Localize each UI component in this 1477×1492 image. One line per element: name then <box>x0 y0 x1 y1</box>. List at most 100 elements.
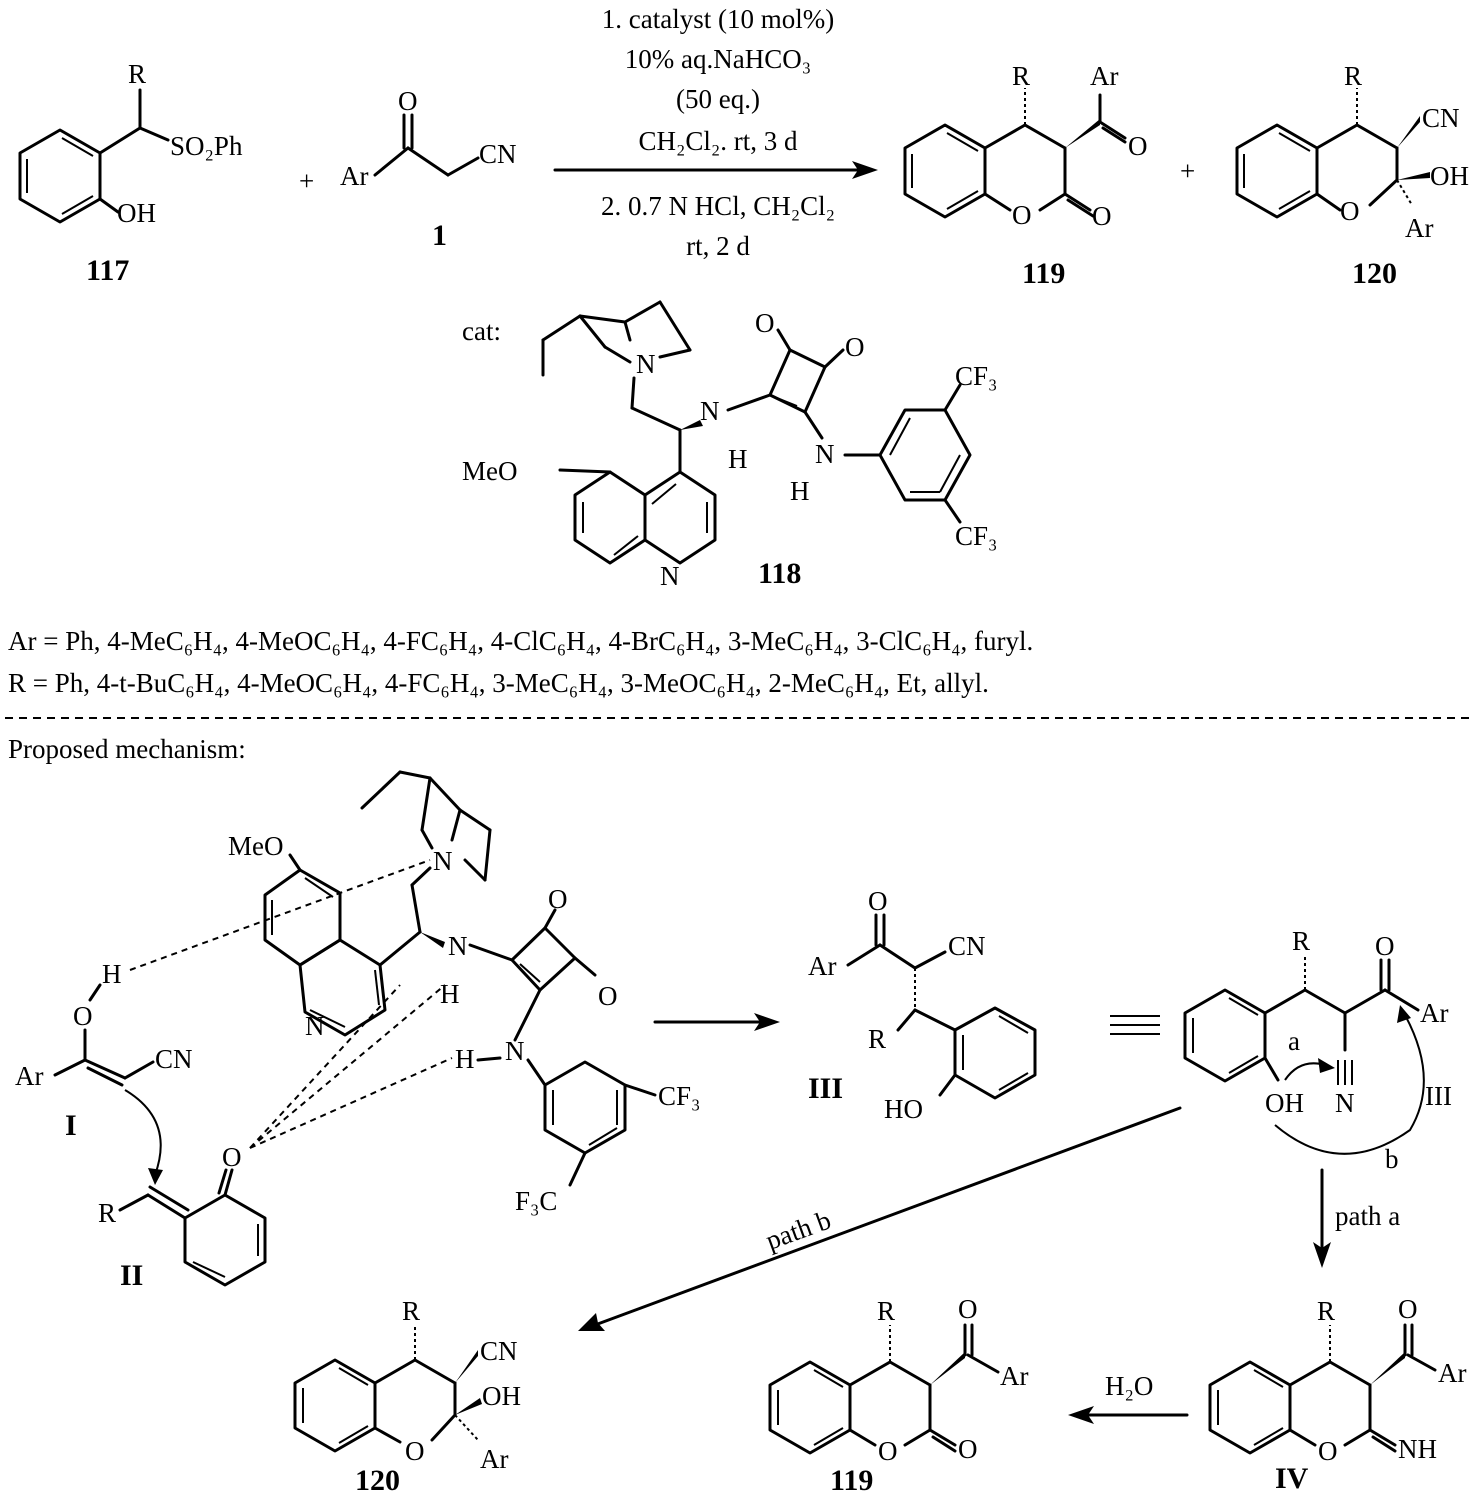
ring-oxygen-label: O <box>405 1436 425 1466</box>
nitrile-label: CN <box>1422 103 1460 133</box>
quinuclidine-nitrogen-label: N <box>433 846 453 876</box>
aryl-label: Ar <box>340 161 369 191</box>
amine-hydrogen-label: H <box>440 979 460 1009</box>
hydroxyl-label: HO <box>884 1094 923 1124</box>
quinone-oxygen-label: O <box>222 1142 242 1172</box>
intermediate-IV-label: IV <box>1275 1462 1309 1492</box>
compound-120-bottom: R CN OH O Ar 120 <box>293 1296 521 1492</box>
reaction-conditions: 1. catalyst (10 mol%) 10% aq.NaHCO₃ (50 … <box>601 4 835 261</box>
intermediate-I-label: I <box>65 1109 77 1142</box>
r-scope-line: R = Ph, 4-t-BuC₆H₄, 4-MeOC₆H₄, 4-FC₆H₄, … <box>8 668 989 698</box>
path-a-marker: a <box>1288 1026 1300 1056</box>
ring-oxygen-label: O <box>1012 200 1032 230</box>
amide-nitrogen-label: N <box>505 1036 525 1066</box>
intermediate-IV: R O Ar O NH IV <box>1208 1294 1467 1492</box>
nitrile-label: CN <box>479 139 517 169</box>
ring-oxygen-label: O <box>1340 196 1360 226</box>
compound-number-120: 120 <box>1352 257 1397 290</box>
squaramide-oxygen-label: O <box>845 332 865 362</box>
aryl-label: Ar <box>480 1444 509 1474</box>
r-group-label: R <box>1344 61 1362 91</box>
aryl-label: Ar <box>1090 61 1119 91</box>
water-label: H₂O <box>1105 1371 1153 1401</box>
compound-117: R SO₂Ph OH 117 <box>18 59 243 287</box>
catalyst-complex: N N H MeO N O O N H CF₃ F₃C <box>228 770 700 1216</box>
compound-120-top: R CN OH O Ar 120 <box>1235 61 1469 290</box>
r-group-label: R <box>1292 926 1310 956</box>
ketone-oxygen-label: O <box>1128 131 1148 161</box>
catalyst-label: cat: <box>462 316 501 346</box>
arrow-to-III <box>653 1013 780 1031</box>
plus-sign: + <box>299 166 314 196</box>
intermediate-III-alt: R O Ar N OH a III b <box>1183 926 1452 1174</box>
hydroxyl-label: OH <box>117 198 156 228</box>
compound-119-top: R Ar O O O 119 <box>903 61 1148 290</box>
ketone-oxygen-label: O <box>1398 1294 1418 1324</box>
intermediate-II-label: II <box>120 1259 143 1292</box>
intermediate-II: R O II <box>98 1142 267 1292</box>
aryl-label: Ar <box>1438 1358 1467 1388</box>
lactone-oxygen-label: O <box>1092 201 1112 231</box>
intermediate-I: H O Ar CN I <box>15 959 193 1185</box>
squaramide-oxygen-label: O <box>598 981 618 1011</box>
reaction-arrow <box>553 161 878 179</box>
r-group-label: R <box>1012 61 1030 91</box>
condition-step-2: 2. 0.7 N HCl, CH₂Cl₂ <box>601 191 835 221</box>
methoxy-label: MeO <box>228 831 284 861</box>
compound-119-bottom: R O Ar O O 119 <box>768 1294 1029 1492</box>
aryl-label: Ar <box>15 1061 44 1091</box>
nitrile-label: CN <box>155 1044 193 1074</box>
condition-base: 10% aq.NaHCO₃ <box>625 44 811 74</box>
r-group-label: R <box>1317 1296 1335 1326</box>
aryl-label: Ar <box>808 951 837 981</box>
ketone-oxygen-label: O <box>958 1294 978 1324</box>
hydroxyl-label: OH <box>1430 161 1469 191</box>
quinoline-nitrogen-label: N <box>305 1011 325 1041</box>
path-a-arrow: path a <box>1313 1168 1400 1268</box>
trifluoromethyl-label: CF₃ <box>658 1081 700 1111</box>
aryl-scope-line: Ar = Ph, 4-MeC₆H₄, 4-MeOC₆H₄, 4-FC₆H₄, 4… <box>8 626 1033 656</box>
equivalence-sign <box>1110 1015 1160 1035</box>
trifluoromethyl-label: F₃C <box>515 1186 557 1216</box>
ketone-oxygen-label: O <box>868 886 888 916</box>
hydroxyl-label: OH <box>482 1381 521 1411</box>
path-a-label: path a <box>1335 1201 1400 1231</box>
squaramide-oxygen-label: O <box>548 884 568 914</box>
nitrile-nitrogen-label: N <box>1335 1088 1355 1118</box>
hydroxyl-label: OH <box>1265 1088 1304 1118</box>
r-group-label: R <box>868 1024 886 1054</box>
squaramide-oxygen-label: O <box>755 308 775 338</box>
compound-number-118: 118 <box>758 557 801 590</box>
imine-label: NH <box>1398 1434 1437 1464</box>
intermediate-III-reference: III <box>1425 1081 1452 1111</box>
intermediate-III-label: III <box>808 1072 843 1105</box>
trifluoromethyl-label: CF₃ <box>955 361 997 391</box>
r-group-label: R <box>98 1198 116 1228</box>
amine-nitrogen-label: N <box>448 931 468 961</box>
hydrogen-bond-lines <box>129 859 453 1149</box>
ring-oxygen-label: O <box>1318 1436 1338 1466</box>
intermediate-III: O CN Ar R HO III <box>808 886 1037 1124</box>
methoxy-label: MeO <box>462 456 518 486</box>
ring-oxygen-label: O <box>878 1436 898 1466</box>
sulfonyl-label: SO₂Ph <box>170 131 243 161</box>
condition-solvent-time: CH₂Cl₂. rt, 3 d <box>638 126 798 156</box>
amide-hydrogen-label: H <box>455 1044 475 1074</box>
ketone-oxygen-label: O <box>1375 931 1395 961</box>
compound-number-1: 1 <box>432 219 447 252</box>
aryl-label: Ar <box>1420 998 1449 1028</box>
quinoline-nitrogen-label: N <box>660 561 680 591</box>
compound-number-119: 119 <box>830 1464 873 1492</box>
condition-equivalents: (50 eq.) <box>676 84 760 114</box>
compound-number-120: 120 <box>355 1464 400 1492</box>
amine-nitrogen-label: N <box>700 396 720 426</box>
amide-nitrogen-label: N <box>815 439 835 469</box>
nitrile-label: CN <box>480 1336 518 1366</box>
aryl-label: Ar <box>1405 213 1434 243</box>
compound-1: O Ar CN 1 <box>340 86 517 252</box>
nitrile-label: CN <box>948 931 986 961</box>
aryl-label: Ar <box>1000 1361 1029 1391</box>
compound-number-117: 117 <box>86 254 129 287</box>
mechanism-title: Proposed mechanism: <box>8 734 246 764</box>
